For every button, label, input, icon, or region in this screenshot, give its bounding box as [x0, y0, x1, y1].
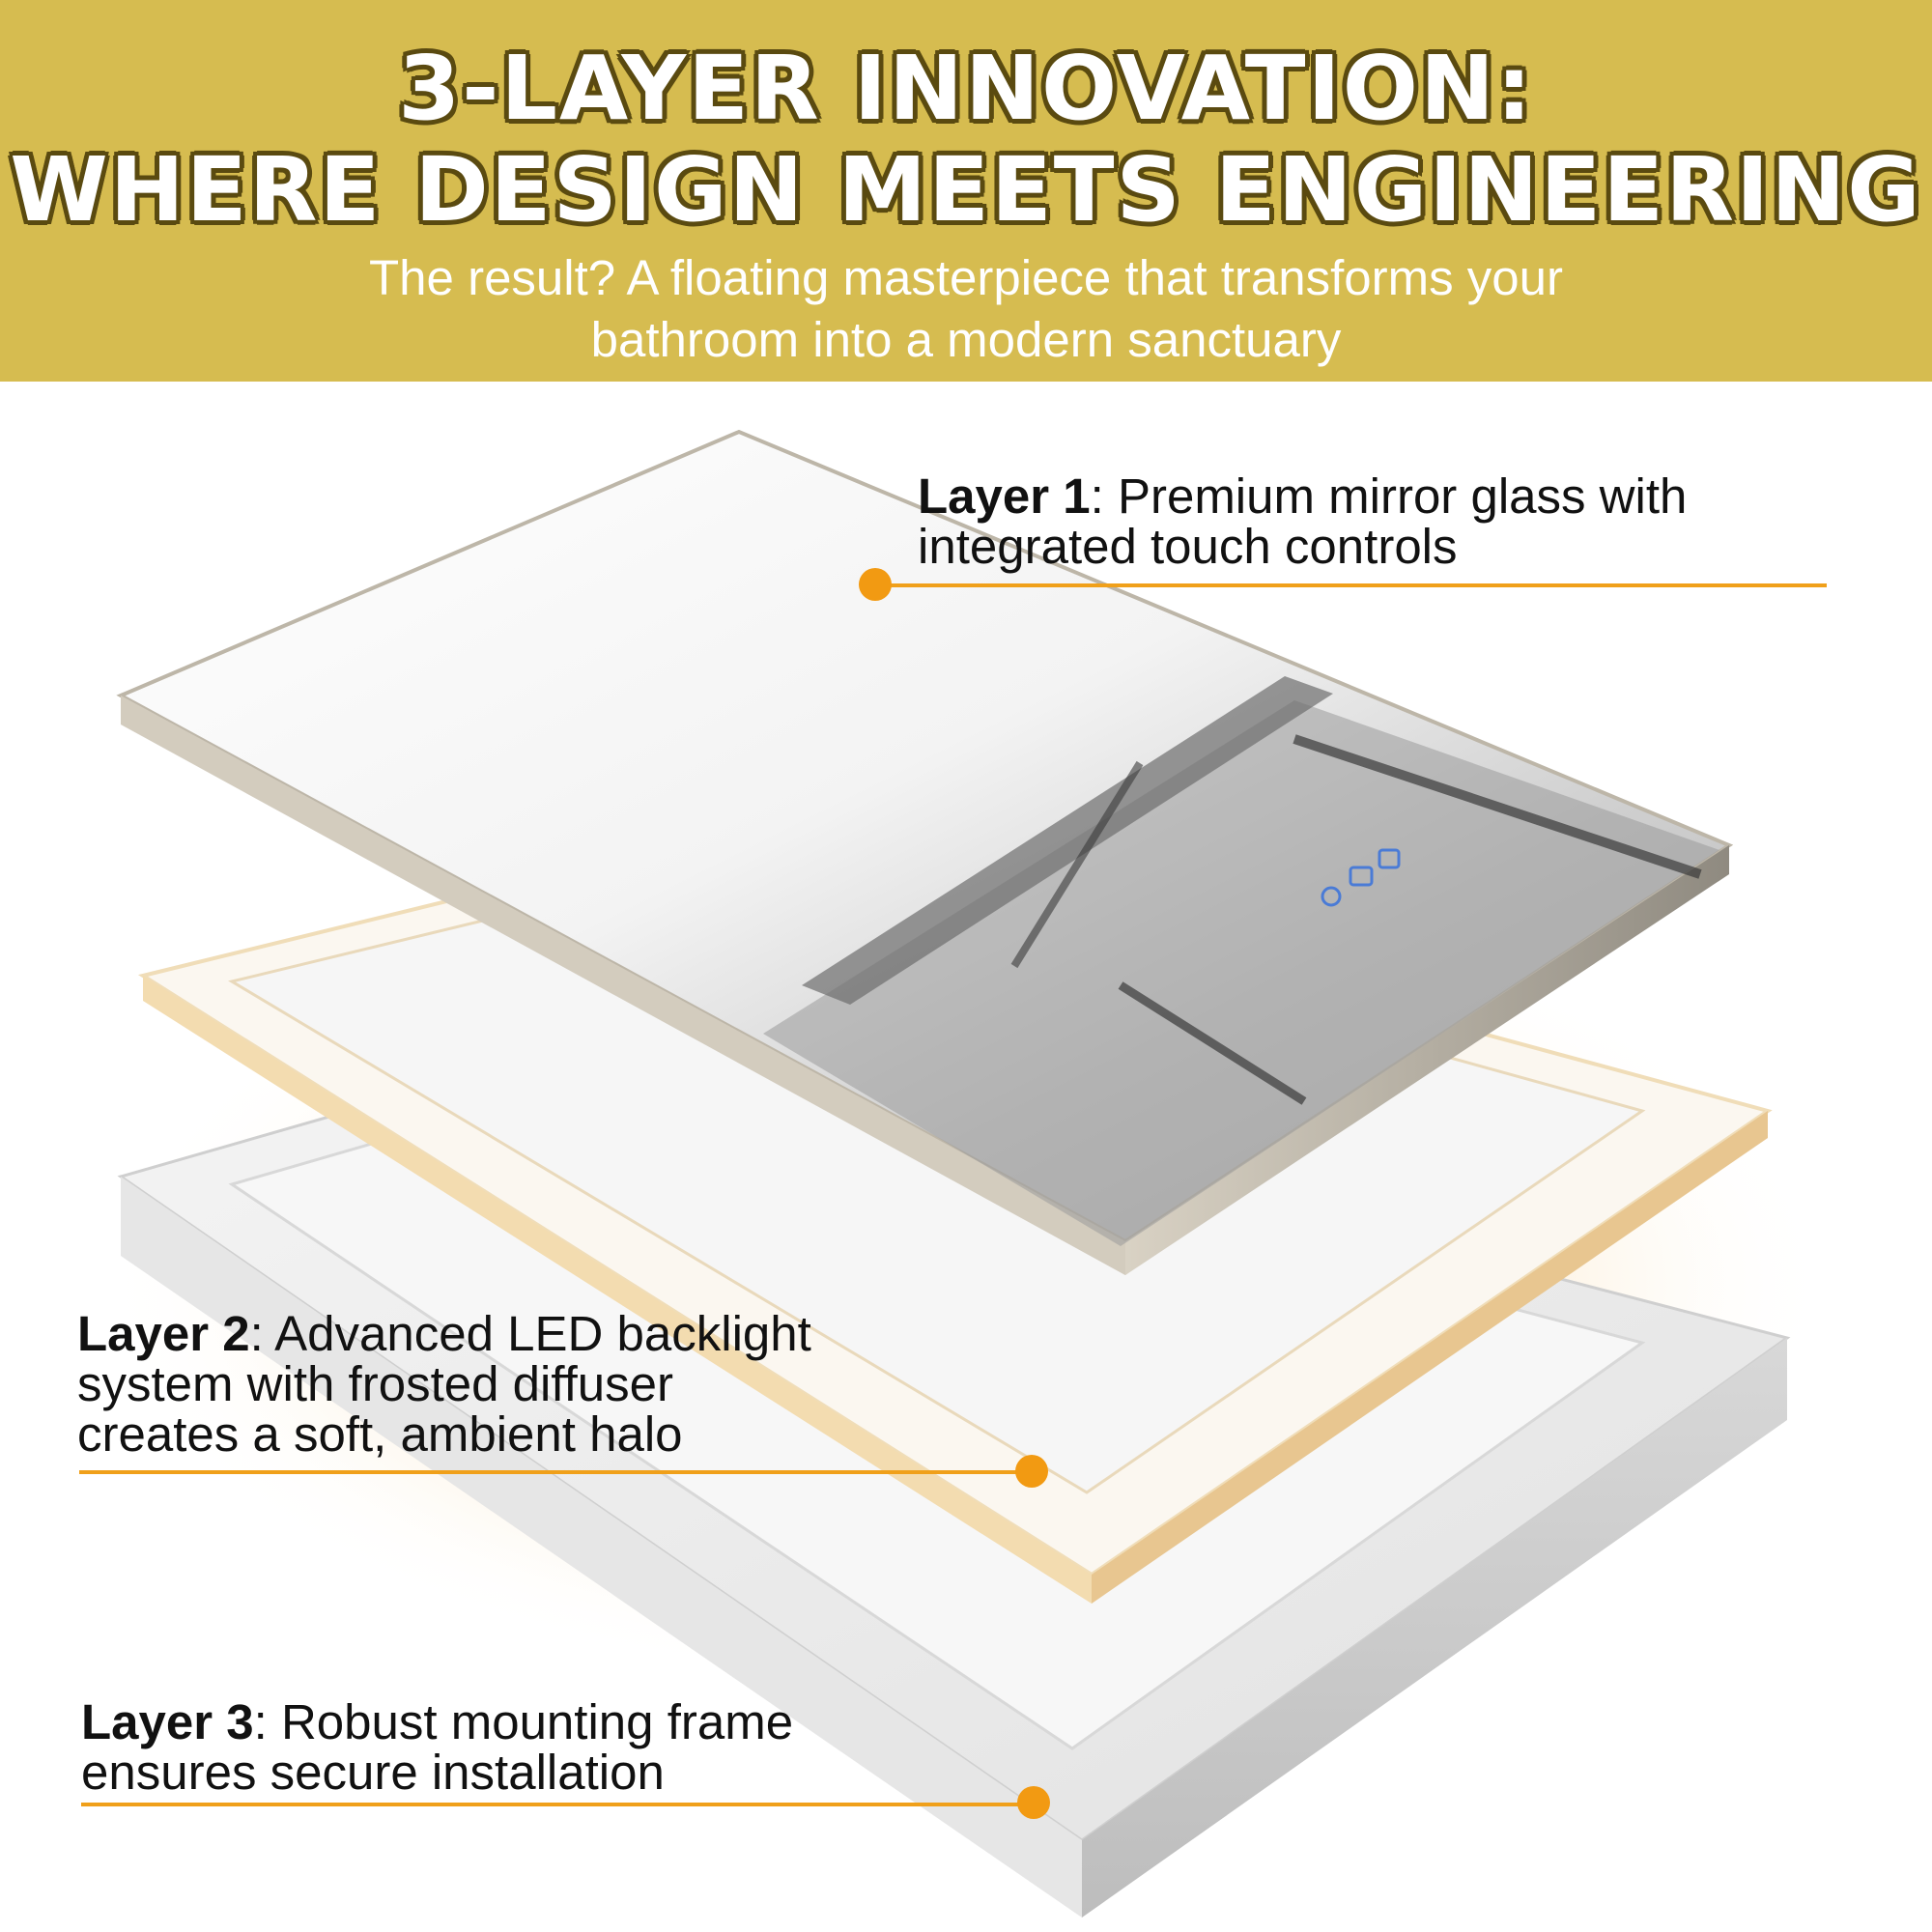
- layer-1-text-1: : Premium mirror glass with: [1090, 469, 1688, 524]
- exploded-mirror-illustration: [97, 429, 1835, 1918]
- defog-icon: [1321, 886, 1342, 907]
- window-reflection: [763, 700, 1719, 1246]
- header-banner: 3-LAYER INNOVATION: WHERE DESIGN MEETS E…: [0, 0, 1932, 382]
- callout-dot-icon: [1017, 1786, 1050, 1819]
- layer-1-leader-line: [875, 583, 1827, 587]
- layer-3-callout: Layer 3: Robust mounting frame ensures s…: [81, 1697, 793, 1798]
- layer-2-line-3: creates a soft, ambient halo: [77, 1406, 683, 1462]
- layer-1-callout: Layer 1: Premium mirror glass with integ…: [918, 471, 1687, 572]
- subtitle-line-1: The result? A floating masterpiece that …: [369, 250, 1563, 305]
- callout-dot-icon: [1015, 1455, 1048, 1488]
- layer-1-label: Layer 1: [918, 469, 1091, 524]
- bluetooth-icon: [1378, 848, 1401, 869]
- layer-2-text-1: : Advanced LED backlight: [249, 1306, 811, 1361]
- headline-line-1: 3-LAYER INNOVATION:: [398, 37, 1534, 140]
- layer-3-label: Layer 3: [81, 1694, 254, 1749]
- layer-3-line-2: ensures secure installation: [81, 1745, 665, 1800]
- headline-line-2: WHERE DESIGN MEETS ENGINEERING: [10, 138, 1922, 242]
- touch-control-icon: [1349, 866, 1374, 887]
- mirror-glass: [116, 429, 1734, 1275]
- layer-3-leader-line: [81, 1803, 1034, 1806]
- layer-1-line-1: Layer 1: Premium mirror glass with: [918, 471, 1687, 522]
- layer-2-line-2: system with frosted diffuser: [77, 1356, 673, 1411]
- layer-1-line-2: integrated touch controls: [918, 519, 1458, 574]
- layer-2-callout: Layer 2: Advanced LED backlight system w…: [77, 1309, 811, 1460]
- touch-controls: [1321, 848, 1401, 907]
- layer-2-line-1: Layer 2: Advanced LED backlight: [77, 1309, 811, 1359]
- callout-dot-icon: [859, 568, 892, 601]
- layer-3-text-1: : Robust mounting frame: [253, 1694, 794, 1749]
- layer-3-line-1: Layer 3: Robust mounting frame: [81, 1697, 793, 1747]
- subtitle-line-2: bathroom into a modern sanctuary: [590, 312, 1342, 367]
- layer-2-leader-line: [79, 1470, 1034, 1474]
- layer-2-label: Layer 2: [77, 1306, 250, 1361]
